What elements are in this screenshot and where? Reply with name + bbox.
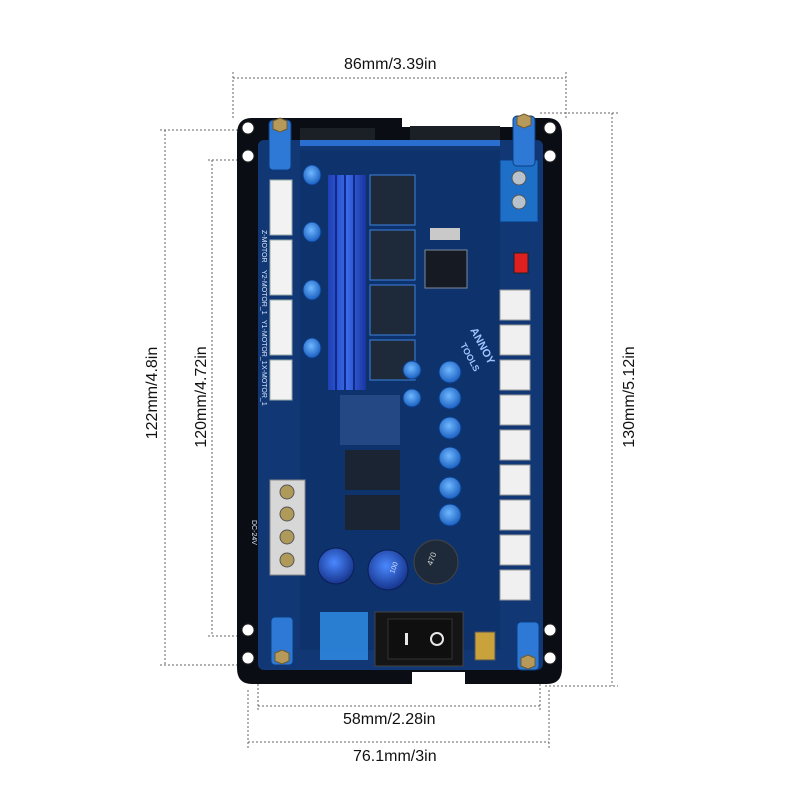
motor-label-x: X-MOTOR_1 (260, 365, 267, 406)
reset-button (513, 252, 529, 274)
big-capacitors (317, 539, 459, 591)
dimension-lines (160, 72, 618, 748)
dim-left-inner-height: 120mm/4.72in (193, 346, 210, 448)
inductor-label: 470 (425, 551, 438, 567)
motor-label-y2: Y2-MOTOR_1 (260, 270, 267, 315)
stepper-drivers (369, 174, 416, 381)
right-capacitors (402, 360, 462, 527)
top-terminal (499, 159, 539, 223)
dim-top-width: 86mm/3.39in (344, 56, 437, 73)
left-terminals (269, 479, 306, 576)
motor-label-z: Z-MOTOR (260, 230, 267, 263)
standoff-nuts (272, 113, 536, 670)
dim-right-height: 130mm/5.12in (621, 346, 638, 448)
dim-bottom-inner-width: 58mm/2.28in (343, 711, 436, 728)
mount-holes (241, 121, 557, 665)
power-switch (374, 611, 464, 667)
dim-left-outer-height: 122mm/4.8in (144, 346, 161, 440)
mcu-chip (424, 249, 468, 289)
small-capacitors (302, 164, 322, 359)
usb-port (474, 631, 496, 661)
bottom-terminal-left (320, 612, 368, 660)
power-label: DC-24V (250, 520, 257, 545)
motor-connectors (269, 179, 293, 401)
top-headers (300, 126, 500, 146)
dim-bottom-outer-width: 76.1mm/3in (353, 748, 437, 765)
cap-100-label: 100 (389, 561, 400, 574)
motor-label-y1: Y1-MOTOR_1 (260, 320, 267, 365)
heatsink (328, 175, 366, 390)
power-module (340, 395, 400, 445)
right-connectors (499, 289, 531, 601)
